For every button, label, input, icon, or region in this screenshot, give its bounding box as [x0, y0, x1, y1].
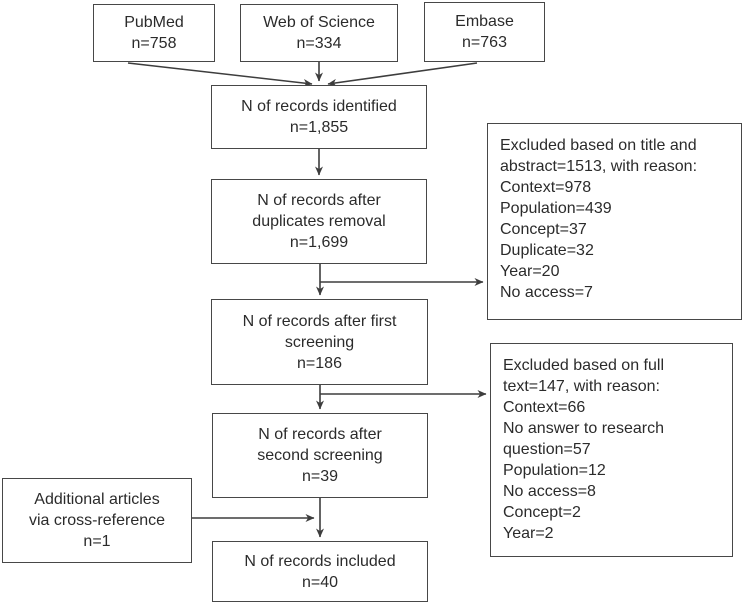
additional-articles-box: Additional articles via cross-reference … — [2, 478, 192, 563]
box-line: N of records identified — [241, 98, 397, 115]
embase-source-box: Embase n=763 — [424, 2, 545, 62]
box-line: Year=20 — [500, 263, 560, 280]
excluded-full-text-box: Excluded based on full text=147, with re… — [490, 343, 733, 557]
box-line: n=39 — [301, 468, 339, 485]
box-line: Excluded based on full — [503, 357, 664, 374]
records-identified-box: N of records identified n=1,855 — [211, 85, 427, 149]
box-line: Population=439 — [500, 200, 612, 217]
duplicates-removed-box: N of records after duplicates removal n=… — [211, 179, 427, 264]
box-line: Embase — [455, 13, 514, 30]
excluded-title-abstract-box: Excluded based on title and abstract=151… — [487, 123, 742, 320]
arrow-embase-to-identified — [327, 62, 478, 87]
box-line: n=1 — [83, 533, 111, 550]
box-line: n=1,855 — [289, 119, 349, 136]
box-line: No access=8 — [503, 483, 596, 500]
box-line: second screening — [257, 447, 383, 464]
box-line: via cross-reference — [28, 512, 166, 529]
box-line: N of records included — [244, 552, 396, 570]
box-line: N of records after — [257, 192, 381, 209]
box-line: n=186 — [297, 354, 342, 372]
first-screening-box: N of records after first screening n=186 — [211, 299, 428, 385]
box-line: Duplicate=32 — [500, 242, 594, 259]
box-line: N of records after first — [242, 312, 397, 330]
pubmed-source-box: PubMed n=758 — [93, 4, 215, 62]
box-line: Context=66 — [503, 399, 586, 416]
box-line: n=334 — [296, 35, 342, 52]
records-included-box: N of records included n=40 — [212, 541, 428, 602]
box-line: question=57 — [503, 441, 591, 458]
box-line: n=40 — [301, 573, 339, 591]
box-line: PubMed — [124, 14, 184, 31]
box-line: abstract=1513, with reason: — [500, 158, 698, 175]
box-line: Population=12 — [503, 462, 606, 479]
box-line: screening — [284, 333, 355, 351]
box-line: Additional articles — [34, 491, 160, 508]
arrow-pubmed-to-identified — [127, 62, 313, 88]
box-line: Web of Science — [263, 14, 375, 31]
web-of-science-source-box: Web of Science n=334 — [240, 4, 398, 62]
box-line: Year=2 — [503, 525, 554, 542]
box-line: Context=978 — [500, 179, 592, 196]
box-line: N of records after — [258, 426, 382, 443]
box-line: n=1,699 — [289, 234, 349, 251]
box-line: Excluded based on title and — [500, 137, 697, 154]
box-line: Concept=2 — [503, 504, 581, 521]
box-line: No answer to research — [503, 420, 664, 437]
second-screening-box: N of records after second screening n=39 — [212, 413, 428, 498]
box-line: n=763 — [462, 34, 507, 51]
box-line: duplicates removal — [252, 213, 386, 230]
box-line: text=147, with reason: — [503, 378, 660, 395]
box-line: Concept=37 — [500, 221, 587, 238]
box-line: n=758 — [131, 35, 177, 52]
box-line: No access=7 — [500, 284, 593, 301]
